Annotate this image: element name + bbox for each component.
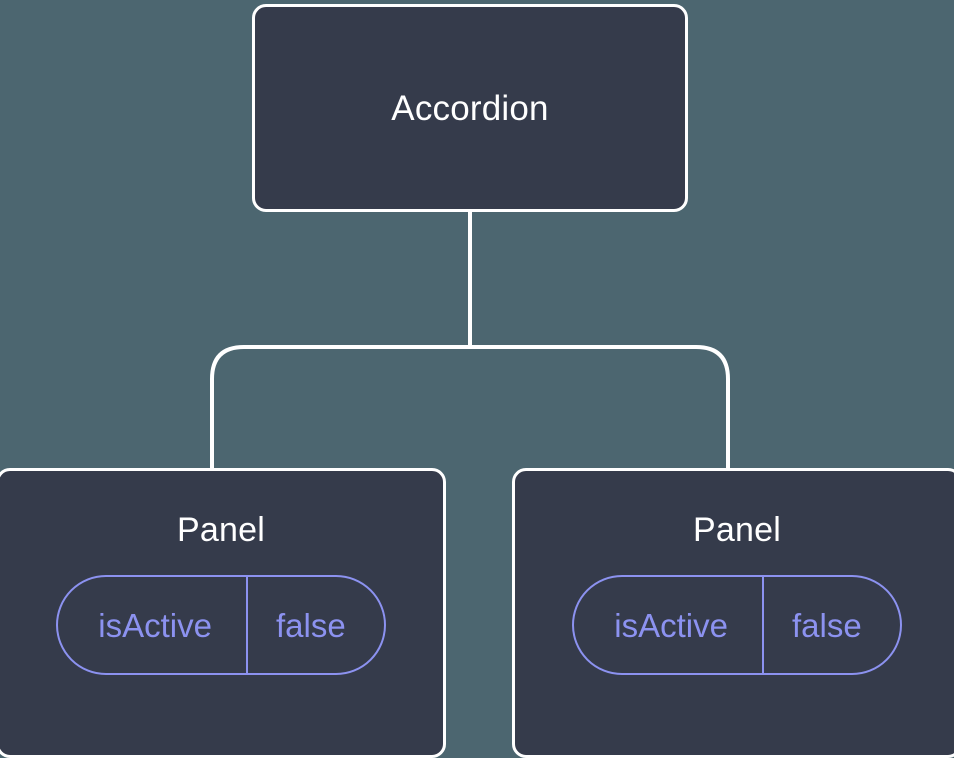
prop-badge-isactive-right[interactable]: isActive false (572, 575, 902, 675)
node-accordion[interactable]: Accordion (252, 4, 688, 212)
node-accordion-label: Accordion (391, 88, 549, 128)
edge-root-to-child-left (210, 345, 470, 470)
prop-key-label: isActive (98, 606, 212, 644)
node-panel-right-label: Panel (693, 511, 781, 549)
prop-key-label: isActive (614, 606, 728, 644)
node-panel-left[interactable]: Panel isActive false (0, 468, 446, 758)
prop-value-label: false (245, 577, 384, 673)
component-tree-canvas: Accordion Panel isActive false Panel isA… (0, 4, 954, 758)
node-panel-left-label: Panel (177, 511, 265, 549)
node-panel-right[interactable]: Panel isActive false (512, 468, 954, 758)
prop-badge-isactive-left[interactable]: isActive false (56, 575, 386, 675)
prop-value-label: false (761, 577, 900, 673)
edge-root-to-child-right (470, 345, 730, 470)
